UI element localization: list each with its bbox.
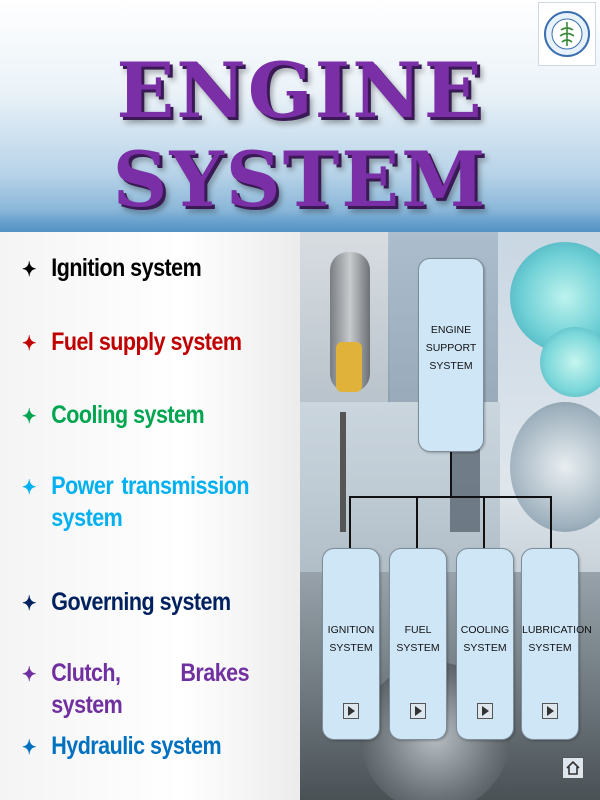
ignition-label-line-1: IGNITION — [327, 624, 375, 636]
slide-title: ENGINE SYSTEM — [112, 46, 488, 224]
bullet-label: Cooling system — [51, 401, 205, 429]
lubrication-system-box[interactable]: LUBRICATION SYSTEM — [521, 548, 592, 740]
bullet-label: Governing system — [51, 588, 231, 616]
play-icon[interactable] — [477, 703, 493, 719]
bullet-star-icon: ✦ — [22, 737, 36, 759]
bullet-item: ✦ Clutch, Brakes system — [22, 657, 250, 721]
bullet-star-icon: ✦ — [22, 593, 36, 615]
engine-support-system-box[interactable]: ENGINE SUPPORT SYSTEM — [418, 258, 484, 452]
bullet-star-icon: ✦ — [22, 477, 36, 499]
ignition-label-line-2: SYSTEM — [329, 642, 373, 654]
lubrication-label-line-1: LUBRICATION — [522, 624, 592, 636]
bullet-item: ✦ Cooling system — [22, 399, 220, 431]
connector-horizontal — [349, 496, 552, 498]
bullet-item: ✦ Ignition system — [22, 252, 220, 284]
connector-fuel — [416, 496, 418, 549]
cooling-system-box[interactable]: COOLING SYSTEM — [456, 548, 514, 740]
bullet-item: ✦ Governing system — [22, 586, 231, 618]
connector-ignition — [349, 496, 351, 549]
bullet-item: ✦ Power transmission system — [22, 470, 250, 534]
root-label-line-2: SUPPORT — [425, 342, 477, 354]
bullet-label: Power transmission system — [51, 472, 250, 532]
home-icon[interactable] — [562, 757, 584, 779]
fuel-label-line-1: FUEL — [404, 624, 432, 636]
bullet-label: Fuel supply system — [51, 328, 242, 356]
bullet-star-icon: ✦ — [22, 406, 36, 428]
cooling-label-line-1: COOLING — [460, 624, 510, 636]
lubrication-label-line-2: SYSTEM — [528, 642, 572, 654]
connector-lubrication — [550, 496, 552, 549]
ignition-system-box[interactable]: IGNITION SYSTEM — [322, 548, 380, 740]
bullet-star-icon: ✦ — [22, 664, 36, 686]
play-icon[interactable] — [343, 703, 359, 719]
cooling-label-line-2: SYSTEM — [463, 642, 507, 654]
bullet-label: Hydraulic system — [51, 732, 222, 760]
bullet-label: Clutch, Brakes system — [51, 659, 250, 719]
connector-cooling — [483, 496, 485, 549]
title-banner: ENGINE SYSTEM — [0, 0, 600, 232]
bullet-item: ✦ Fuel supply system — [22, 326, 242, 358]
fuel-label-line-2: SYSTEM — [396, 642, 440, 654]
bullet-label: Ignition system — [51, 254, 202, 282]
bullet-star-icon: ✦ — [22, 333, 36, 355]
university-seal-icon — [538, 2, 596, 66]
play-icon[interactable] — [542, 703, 558, 719]
play-icon[interactable] — [410, 703, 426, 719]
bullet-item: ✦ Hydraulic system — [22, 730, 222, 762]
bullet-panel: ✦ Ignition system ✦ Fuel supply system ✦ Cool… — [0, 232, 300, 800]
fuel-system-box[interactable]: FUEL SYSTEM — [389, 548, 447, 740]
connector-root-down — [450, 451, 452, 497]
root-label-line-1: ENGINE — [430, 324, 472, 336]
bullet-star-icon: ✦ — [22, 259, 36, 281]
root-label-line-3: SYSTEM — [429, 360, 473, 372]
